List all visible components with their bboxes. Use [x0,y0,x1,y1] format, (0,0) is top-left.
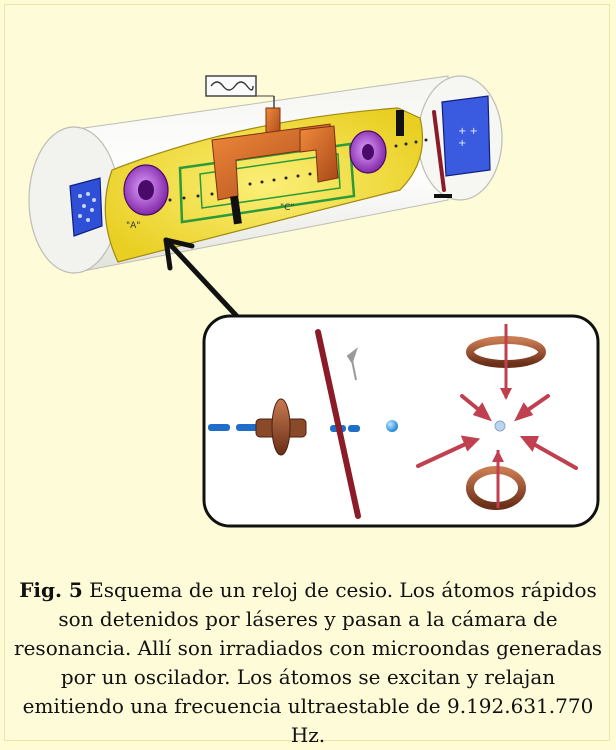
zeeman-spool [255,398,307,456]
trapped-atom [494,420,506,432]
state-selector-magnet-a [123,164,169,216]
zoom-arrow [163,237,249,329]
atom-beam [168,138,428,202]
state-selector-magnet-b [349,130,387,174]
svg-text:+ +: + + [458,126,478,137]
detector: + + + [441,95,491,177]
cesium-clock-diagram: "C" "A" + + + [28,75,600,528]
resonance-chamber [104,107,424,263]
figure-label: Fig. 5 [19,578,83,602]
bottom-coil-ring [466,450,526,510]
top-coil-ring [466,324,546,400]
microwave-waveguide [211,107,339,201]
small-arrow-icon [346,347,358,381]
oscillator [205,75,275,108]
trap-laser-arrows [416,394,578,470]
label-a: "A" [126,221,140,231]
label-c: "C" [280,203,295,213]
cooling-laser [315,329,361,519]
caption-text: Esquema de un reloj de cesio. Los átomos… [14,578,602,747]
figure-caption: Fig. 5 Esquema de un reloj de cesio. Los… [14,576,602,750]
shutter-plates [230,110,452,225]
inset-detail-panel [202,314,600,528]
sine-wave-icon [210,81,254,91]
svg-text:+: + [458,138,466,149]
slowed-atom [386,420,398,432]
cesium-oven [69,177,103,237]
laser-beam-right [432,110,446,192]
